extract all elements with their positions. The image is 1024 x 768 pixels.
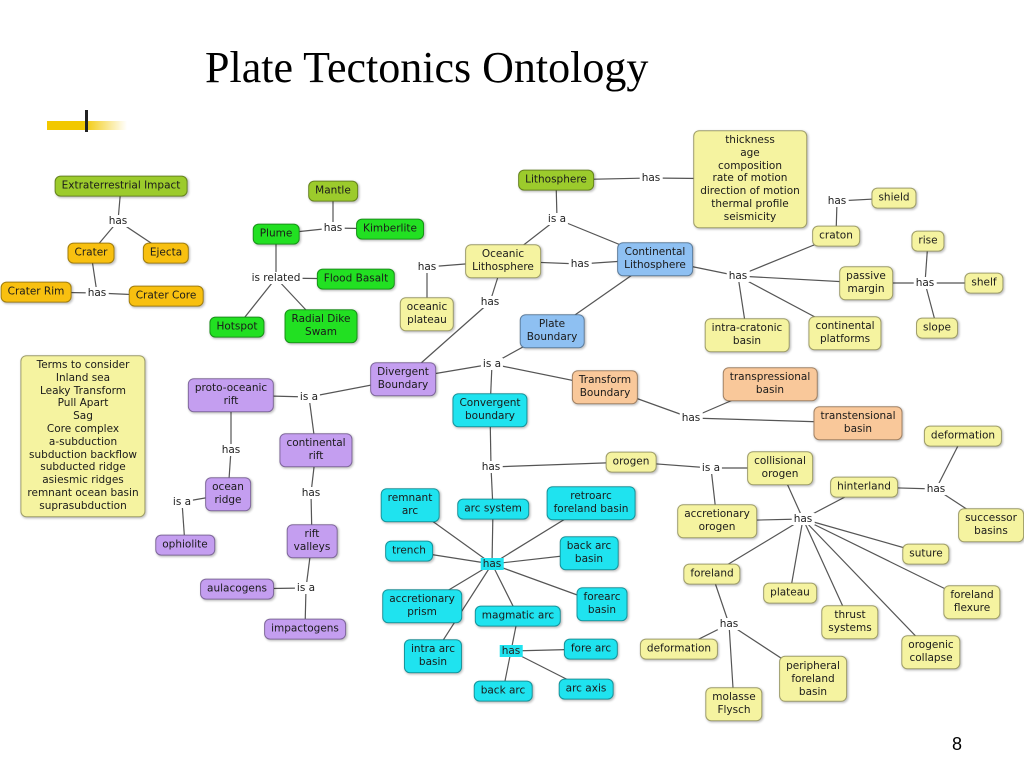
concept-node-plume[interactable]: Plume	[252, 223, 300, 245]
concept-node-suture[interactable]: suture	[902, 543, 950, 565]
relation-label-has-continental: has	[726, 270, 750, 282]
relation-label-has-ocean-cont: has	[568, 258, 592, 270]
concept-node-flood-basalt[interactable]: Flood Basalt	[316, 268, 396, 290]
edge-has-orogen-to-plateau	[789, 518, 804, 594]
edge-has-orogen-to-orogenic-collapse	[802, 518, 932, 653]
relation-label-is-a-lithosphere: is a	[545, 213, 569, 225]
title-accent-tick	[85, 110, 88, 132]
concept-node-accretionary-prism[interactable]: accretionary prism	[382, 589, 462, 623]
relation-label-has-magmatic: has	[499, 645, 523, 657]
concept-node-plate-boundary[interactable]: Plate Boundary	[519, 314, 585, 348]
relation-label-has-cont-rift: has	[299, 487, 323, 499]
concept-node-rise[interactable]: rise	[911, 230, 945, 252]
concept-node-arc-system[interactable]: arc system	[457, 498, 529, 520]
concept-node-ophiolite[interactable]: ophiolite	[155, 534, 215, 556]
concept-node-ocean-ridge[interactable]: ocean ridge	[205, 477, 251, 511]
concept-node-deformation-1[interactable]: deformation	[923, 425, 1003, 447]
concept-node-intra-cratonic-basin[interactable]: intra-cratonic basin	[704, 318, 790, 352]
page-number: 8	[952, 734, 963, 754]
concept-node-lithosphere-properties[interactable]: thickness age composition rate of motion…	[693, 130, 807, 228]
concept-node-craton[interactable]: craton	[812, 225, 860, 247]
relation-label-has-oceanic-2: has	[478, 296, 502, 308]
concept-node-successor-basins[interactable]: successor basins	[958, 508, 1024, 542]
concept-node-continental-rift[interactable]: continental rift	[279, 433, 353, 467]
concept-node-kimberlite[interactable]: Kimberlite	[356, 218, 424, 240]
concept-node-hinterland[interactable]: hinterland	[830, 476, 898, 498]
relation-label-has-proto-rift: has	[219, 444, 243, 456]
relation-label-has-hinterland: has	[924, 483, 948, 495]
concept-node-deformation-2[interactable]: deformation	[639, 638, 719, 660]
relation-label-has-foreland: has	[717, 618, 741, 630]
concept-node-molasse-flysch[interactable]: molasse Flysch	[705, 687, 763, 721]
concept-node-oceanic-lithosphere[interactable]: Oceanic Lithosphere	[465, 244, 541, 278]
concept-node-foreland-flexure[interactable]: foreland flexure	[943, 585, 1001, 619]
concept-node-thrust-systems[interactable]: thrust systems	[821, 605, 879, 639]
concept-node-foreland[interactable]: foreland	[683, 563, 741, 585]
concept-node-transform-boundary[interactable]: Transform Boundary	[571, 370, 639, 404]
relation-label-has-crater: has	[85, 287, 109, 299]
concept-node-aulacogens[interactable]: aulacogens	[200, 578, 274, 600]
slide-title: Plate Tectonics Ontology	[205, 43, 649, 92]
concept-node-divergent-boundary[interactable]: Divergent Boundary	[370, 362, 436, 396]
concept-node-proto-oceanic-rift[interactable]: proto-oceanic rift	[187, 378, 275, 412]
concept-node-remnant-arc[interactable]: remnant arc	[380, 488, 440, 522]
concept-node-peripheral-foreland-basin[interactable]: peripheral foreland basin	[779, 655, 847, 703]
concept-node-plateau[interactable]: plateau	[763, 582, 817, 604]
concept-node-terms-to-consider[interactable]: Terms to consider Inland sea Leaky Trans…	[20, 355, 146, 517]
relation-label-is-related: is related	[249, 272, 303, 284]
concept-node-fore-arc[interactable]: fore arc	[563, 638, 619, 660]
concept-node-forearc-basin[interactable]: forearc basin	[576, 587, 628, 621]
relation-label-is-a-boundary: is a	[480, 358, 504, 370]
relation-label-has-transform: has	[679, 412, 703, 424]
concept-node-shelf[interactable]: shelf	[964, 272, 1004, 294]
relation-label-is-a-ophiolite: is a	[170, 496, 194, 508]
concept-node-orogenic-collapse[interactable]: orogenic collapse	[901, 635, 961, 669]
relation-label-has-oceanic: has	[415, 261, 439, 273]
concept-node-lithosphere[interactable]: Lithosphere	[518, 169, 594, 191]
concept-node-accretionary-orogen[interactable]: accretionary orogen	[677, 504, 757, 538]
concept-node-back-arc[interactable]: back arc	[473, 680, 533, 702]
concept-node-extraterrestrial-impact[interactable]: Extraterrestrial Impact	[54, 175, 188, 197]
relation-label-has-orogen: has	[791, 513, 815, 525]
concept-node-slope[interactable]: slope	[916, 317, 958, 339]
concept-node-transpressional-basin[interactable]: transpressional basin	[722, 367, 818, 401]
concept-node-rift-valleys[interactable]: rift valleys	[286, 524, 338, 558]
concept-node-continental-lithosphere[interactable]: Continental Lithosphere	[617, 242, 693, 276]
relation-label-is-a-orogen: is a	[699, 462, 723, 474]
concept-node-shield[interactable]: shield	[871, 187, 917, 209]
relation-label-has-lithosphere: has	[639, 172, 663, 184]
relation-label-is-a-aulacogens: is a	[294, 582, 318, 594]
concept-node-magmatic-arc[interactable]: magmatic arc	[474, 605, 562, 627]
relation-label-has-arc: has	[480, 558, 504, 570]
relation-label-has-craton: has	[825, 195, 849, 207]
concept-node-trench[interactable]: trench	[385, 540, 433, 562]
concept-node-crater-core[interactable]: Crater Core	[128, 285, 204, 307]
concept-node-orogen[interactable]: orogen	[605, 451, 657, 473]
edge-has-orogen-to-thrust-systems	[802, 518, 851, 623]
concept-node-radial-dike-swam[interactable]: Radial Dike Swam	[284, 309, 358, 343]
relation-label-is-a-divergent: is a	[297, 391, 321, 403]
concept-node-intra-arc-basin[interactable]: intra arc basin	[403, 639, 463, 673]
relation-label-has-mantle: has	[321, 222, 345, 234]
concept-node-ejecta[interactable]: Ejecta	[142, 242, 190, 264]
concept-node-mantle[interactable]: Mantle	[308, 180, 358, 202]
concept-node-arc-axis[interactable]: arc axis	[558, 678, 614, 700]
concept-node-crater[interactable]: Crater	[67, 242, 115, 264]
concept-node-collisional-orogen[interactable]: collisional orogen	[747, 451, 813, 485]
concept-node-oceanic-plateau[interactable]: oceanic plateau	[399, 297, 455, 331]
concept-node-back-arc-basin[interactable]: back arc basin	[559, 536, 619, 570]
concept-node-convergent-boundary[interactable]: Convergent boundary	[452, 393, 528, 427]
relation-label-has-impact: has	[106, 215, 130, 227]
concept-node-crater-rim[interactable]: Crater Rim	[0, 281, 72, 303]
concept-node-impactogens[interactable]: impactogens	[264, 618, 346, 640]
concept-node-passive-margin[interactable]: passive margin	[839, 266, 893, 300]
concept-node-continental-platforms[interactable]: continental platforms	[808, 316, 882, 350]
relation-label-has-convergent: has	[479, 461, 503, 473]
concept-node-retroarc-foreland-basin[interactable]: retroarc foreland basin	[546, 486, 636, 520]
relation-label-has-margin: has	[913, 277, 937, 289]
concept-node-hotspot[interactable]: Hotspot	[209, 316, 265, 338]
concept-node-transtensional-basin[interactable]: transtensional basin	[813, 406, 903, 440]
